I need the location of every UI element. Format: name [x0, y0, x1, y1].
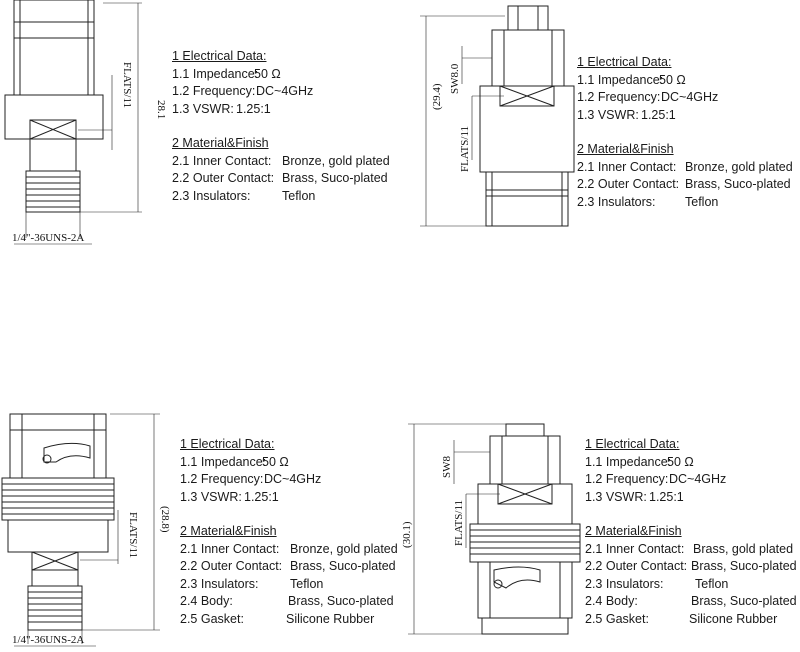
- dim-height-1: 28.1: [155, 100, 167, 119]
- dim-flats-4: FLATS/11: [453, 500, 465, 546]
- spec-label: 2.1 Inner Contact:: [585, 541, 685, 556]
- spec-value: Silicone Rubber: [286, 611, 375, 626]
- material-finish-heading: 2 Material&Finish: [585, 524, 682, 538]
- dim-sw-2: SW8.0: [449, 63, 461, 94]
- spec-value: Bronze, gold plated: [290, 541, 398, 556]
- spec-value: Brass, Suco-plated: [691, 559, 797, 573]
- dim-flats-1: FLATS/11: [121, 62, 133, 108]
- spec-block-4: 1 Electrical Data: 1.1 Impedance:50 Ω 1.…: [585, 436, 797, 628]
- spec-block-2: 1 Electrical Data: 1.1 Impedance:50 Ω 1.…: [577, 54, 793, 211]
- connector-drawing-4: [408, 423, 581, 635]
- spec-value: DC~4GHz: [256, 84, 314, 98]
- spec-value: 1.25:1: [649, 489, 684, 504]
- dim-height-3: (28.8): [159, 506, 171, 533]
- connector-drawing-1: [4, 0, 142, 245]
- spec-label: 1.1 Impedance:: [577, 72, 664, 87]
- spec-value: DC~4GHz: [669, 472, 727, 486]
- spec-label: 1.2 Frequency:: [172, 84, 256, 98]
- spec-label: 2.3 Insulators:: [180, 576, 259, 591]
- spec-label: 2.5 Gasket:: [180, 611, 244, 626]
- dim-flats-3: FLATS/11: [127, 512, 139, 558]
- spec-value: 1.25:1: [641, 107, 676, 122]
- spec-block-3: 1 Electrical Data: 1.1 Impedance:50 Ω 1.…: [180, 436, 398, 628]
- spec-value: Brass, Suco-plated: [691, 594, 797, 608]
- dim-thread-3: 1/4"-36UNS-2A: [12, 634, 84, 646]
- spec-label: 1.2 Frequency:: [577, 90, 661, 104]
- spec-value: Brass, gold plated: [693, 541, 794, 556]
- spec-label: 1.3 VSWR:: [180, 489, 242, 504]
- spec-label: 2.3 Insulators:: [577, 194, 656, 209]
- spec-label: 2.3 Insulators:: [585, 576, 664, 591]
- spec-label: 2.1 Inner Contact:: [172, 153, 272, 168]
- spec-label: 2.2 Outer Contact:: [180, 559, 283, 573]
- spec-label: 2.2 Outer Contact:: [577, 177, 680, 191]
- spec-value: Teflon: [282, 188, 316, 203]
- material-finish-heading: 2 Material&Finish: [577, 142, 674, 156]
- spec-value: Brass, Suco-plated: [282, 171, 388, 185]
- spec-value: Brass, Suco-plated: [288, 594, 394, 608]
- dim-sw-4: SW8: [441, 456, 453, 479]
- spec-value: Silicone Rubber: [689, 611, 778, 626]
- spec-label: 2.3 Insulators:: [172, 188, 251, 203]
- spec-label: 2.2 Outer Contact:: [172, 171, 275, 185]
- spec-value: Bronze, gold plated: [282, 153, 390, 168]
- spec-label: 1.1 Impedance:: [172, 66, 259, 81]
- spec-label: 1.3 VSWR:: [577, 107, 639, 122]
- spec-block-1: 1 Electrical Data: 1.1 Impedance:50 Ω 1.…: [172, 48, 390, 205]
- spec-value: Brass, Suco-plated: [290, 559, 396, 573]
- spec-label: 2.5 Gasket:: [585, 611, 649, 626]
- spec-label: 2.1 Inner Contact:: [577, 159, 677, 174]
- dim-height-2: (29.4): [431, 83, 443, 110]
- spec-label: 1.1 Impedance:: [180, 454, 267, 469]
- spec-value: Teflon: [695, 576, 729, 591]
- spec-value: 1.25:1: [236, 101, 271, 116]
- spec-value: Teflon: [290, 576, 324, 591]
- spec-value: 50 Ω: [254, 66, 281, 81]
- electrical-data-heading: 1 Electrical Data:: [577, 55, 672, 69]
- spec-label: 2.4 Body:: [585, 594, 638, 608]
- spec-label: 2.1 Inner Contact:: [180, 541, 280, 556]
- connector-drawing-2: [420, 5, 575, 227]
- dim-height-4: (30.1): [401, 521, 413, 548]
- spec-value: 50 Ω: [262, 454, 289, 469]
- electrical-data-heading: 1 Electrical Data:: [180, 437, 275, 451]
- dim-flats-2: FLATS/11: [459, 126, 471, 172]
- spec-value: 50 Ω: [667, 454, 694, 469]
- spec-label: 1.2 Frequency:: [585, 472, 669, 486]
- spec-label: 1.3 VSWR:: [172, 101, 234, 116]
- material-finish-heading: 2 Material&Finish: [172, 136, 269, 150]
- spec-label: 1.1 Impedance:: [585, 454, 672, 469]
- spec-label: 2.4 Body:: [180, 594, 233, 608]
- electrical-data-heading: 1 Electrical Data:: [172, 49, 267, 63]
- material-finish-heading: 2 Material&Finish: [180, 524, 277, 538]
- dim-thread-1: 1/4"-36UNS-2A: [12, 232, 84, 244]
- spec-label: 1.2 Frequency:: [180, 472, 264, 486]
- connector-drawing-3: [1, 413, 160, 647]
- spec-value: DC~4GHz: [661, 90, 719, 104]
- spec-value: DC~4GHz: [264, 472, 322, 486]
- spec-value: Teflon: [685, 194, 719, 209]
- spec-label: 2.2 Outer Contact:: [585, 559, 688, 573]
- spec-value: Brass, Suco-plated: [685, 177, 791, 191]
- electrical-data-heading: 1 Electrical Data:: [585, 437, 680, 451]
- spec-value: 50 Ω: [659, 72, 686, 87]
- spec-label: 1.3 VSWR:: [585, 489, 647, 504]
- spec-value: Bronze, gold plated: [685, 159, 793, 174]
- spec-value: 1.25:1: [244, 489, 279, 504]
